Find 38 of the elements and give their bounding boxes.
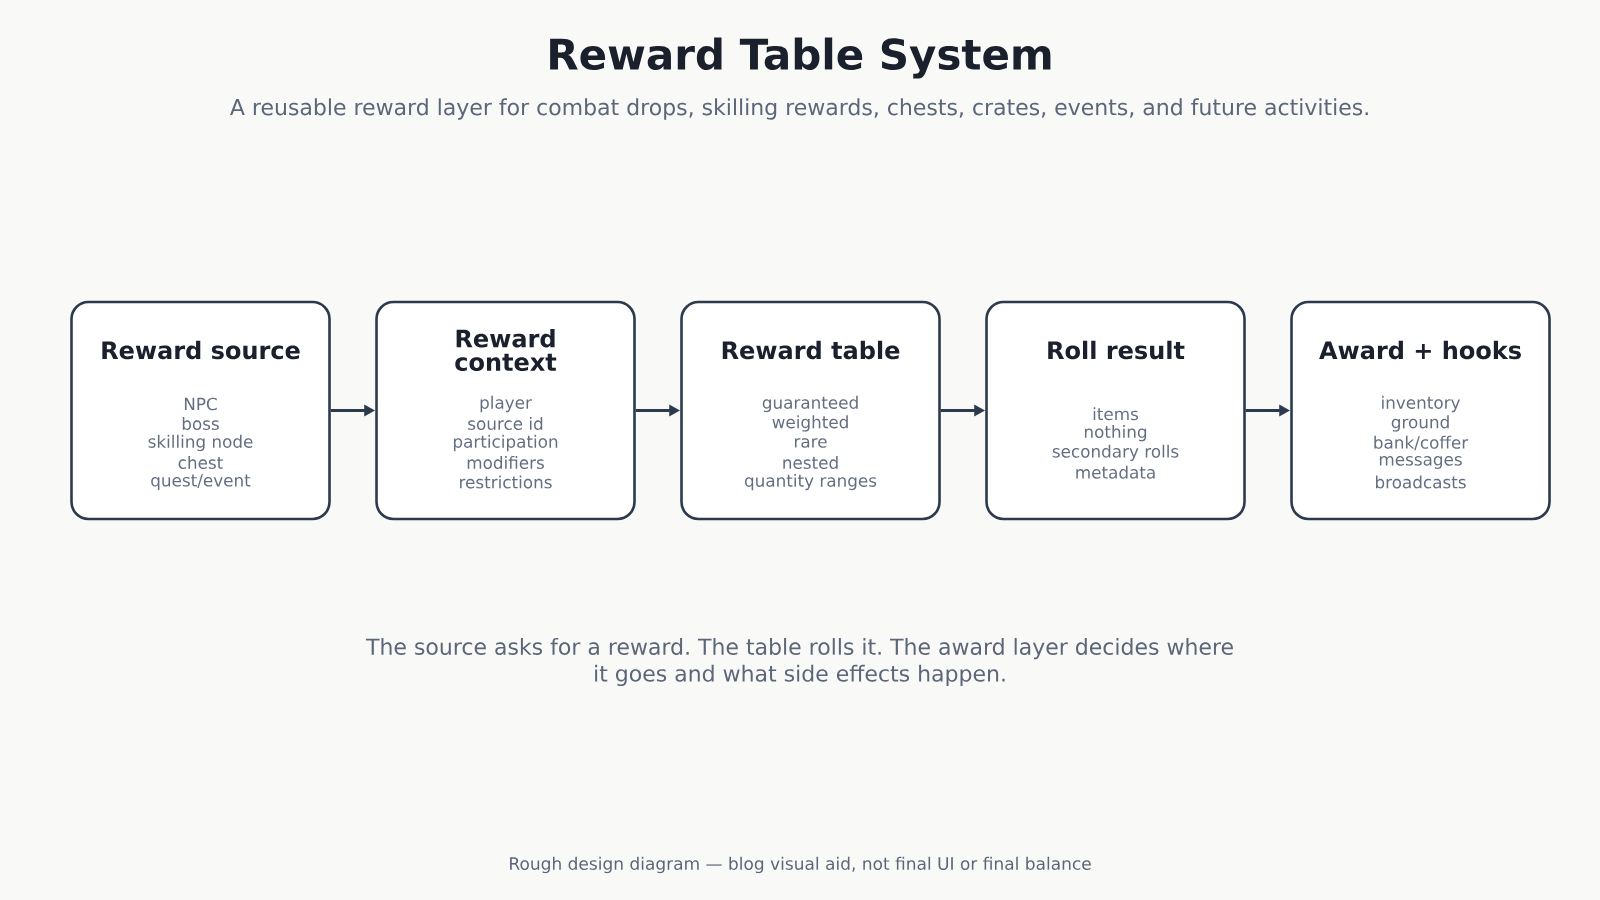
list-item: bank/coffer	[1374, 435, 1469, 451]
list-item: restrictions	[460, 475, 552, 489]
list-item: participation	[453, 434, 558, 452]
process-box	[375, 300, 636, 521]
process-box	[1290, 300, 1551, 521]
subtitle: A reusable reward layer for combat drops, skilling rewards, chests, crates, events, and future activities.	[230, 98, 1368, 120]
footer-note: Rough design diagram — blog visual aid, not final UI or final balance	[510, 856, 1091, 874]
list-item: nothing	[1084, 425, 1147, 442]
process-box	[70, 300, 331, 521]
list-item: nested	[783, 456, 838, 469]
list-item: modifiers	[467, 456, 544, 469]
process-box	[680, 300, 941, 521]
list-item: skilling node	[148, 434, 253, 452]
list-item: NPC	[184, 397, 217, 411]
list-item: metadata	[1076, 465, 1155, 479]
box-heading: Award + hooks	[1319, 340, 1521, 360]
list-item: secondary rolls	[1052, 444, 1179, 461]
list-item: boss	[182, 417, 219, 430]
box-heading: Reward source	[102, 340, 300, 360]
list-item: player	[480, 395, 532, 413]
list-item: inventory	[1382, 395, 1460, 413]
list-item: chest	[178, 456, 223, 469]
list-item: broadcasts	[1376, 475, 1466, 489]
box-heading: Reward context	[455, 329, 557, 372]
list-item: messages	[1379, 456, 1462, 469]
list-item: items	[1093, 407, 1139, 421]
list-item: weighted	[772, 415, 848, 432]
box-heading: Roll result	[1048, 340, 1185, 360]
list-item: rare	[795, 438, 827, 448]
list-item: quest/event	[151, 474, 251, 490]
list-item: ground	[1391, 415, 1449, 432]
list-item: guaranteed	[762, 395, 858, 413]
box-heading: Reward table	[722, 340, 900, 360]
process-box	[985, 300, 1246, 521]
note-text: The source asks for a reward. The table rolls it. The award layer decides where it goes and what side effects happen.	[365, 637, 1233, 687]
title: Reward Table System	[550, 37, 1051, 79]
list-item: quantity ranges	[744, 473, 877, 491]
list-item: source id	[468, 417, 543, 430]
